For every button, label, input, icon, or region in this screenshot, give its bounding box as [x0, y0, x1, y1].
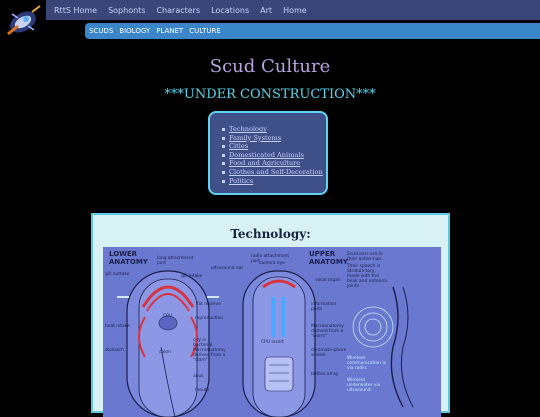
label-line: via radio. — [347, 365, 367, 371]
label-line: Wireless — [347, 355, 366, 361]
label-vocal-organ: vocal organ — [315, 277, 341, 283]
label-line: port — [157, 260, 166, 266]
nav-locations[interactable]: Locations — [211, 5, 250, 15]
nav-rtts-home[interactable]: RttS Home — [54, 5, 98, 15]
label-line: bacterial. — [193, 342, 214, 348]
nav-characters[interactable]: Characters — [156, 5, 201, 15]
label-line: ultrasound. — [347, 387, 372, 393]
label-lower-1: LOWER — [109, 250, 138, 258]
contents-item: Domesticated Animals — [222, 151, 323, 160]
label-line: long attachment — [157, 255, 194, 261]
label-line: Macroanatomy — [311, 323, 344, 329]
label-gill-outtake: gill outtake — [105, 271, 130, 277]
label-line: communication is — [347, 360, 387, 366]
label-line: port — [251, 258, 260, 264]
technology-heading: Technology: — [230, 227, 311, 241]
label-line: "clam" — [193, 357, 208, 363]
label-line: radio attachment — [251, 253, 289, 259]
toc-link-cities[interactable]: Cities — [229, 142, 249, 151]
page-title: Scud Culture — [209, 56, 331, 77]
label-anus: anus — [193, 374, 204, 379]
nav-home[interactable]: Home — [283, 5, 307, 15]
label-line: Their speech is — [346, 263, 381, 269]
label-heat-intake: heat intake — [105, 323, 130, 329]
subnav-culture[interactable]: CULTURE — [189, 27, 221, 35]
label-mouth: mouth — [195, 387, 209, 393]
sub-nav: SCUDS BIOLOGY PLANET CULTURE — [85, 23, 540, 39]
label-line: their anten-nae. — [347, 256, 382, 262]
contents-item: Food and Agriculture — [222, 159, 323, 168]
label-line: Scud ears are in — [347, 251, 383, 257]
label-line: screen — [311, 352, 326, 358]
construction-notice: ***UNDER CONSTRUCTION*** — [164, 87, 376, 102]
label-fat-reserve: fat reserve — [197, 301, 221, 307]
nav-art[interactable]: Art — [260, 5, 273, 15]
label-upper-2: ANATOMY — [309, 258, 349, 266]
label-button-array: button array — [311, 371, 339, 377]
contents-item: Technology — [222, 125, 323, 134]
antenna-drawing — [352, 286, 414, 408]
label-line: made with the — [347, 273, 379, 279]
label-line: city is — [193, 337, 207, 343]
contents-item: Family Systems — [222, 134, 323, 143]
label-line: beak and antenna — [347, 278, 387, 284]
contents-item: Clothes and Self-Decoration — [222, 168, 323, 177]
toc-link-clothes[interactable]: Clothes and Self-Decoration — [229, 167, 323, 176]
toc-link-technology[interactable]: Technology — [229, 125, 267, 133]
label-line: Macroanatomy — [193, 347, 226, 353]
label-reproduction: reproduction — [195, 315, 223, 321]
label-line: Stridula-tory, — [347, 268, 376, 274]
subnav-scuds[interactable]: SCUDS — [89, 27, 114, 35]
contents-item: Cities — [222, 142, 323, 151]
subnav-planet[interactable]: PLANET — [156, 27, 184, 35]
label-line: joints. — [346, 283, 360, 289]
site-logo-icon[interactable] — [2, 2, 44, 42]
label-line: underwater via — [347, 382, 381, 388]
contents-box: Technology Family Systems Cities Domesti… — [208, 111, 328, 195]
anatomy-illustration: LOWER ANATOMY UPPER ANATOMY long attachm… — [103, 247, 441, 417]
toc-link-food-agriculture[interactable]: Food and Agriculture — [229, 159, 301, 168]
label-line: derived from a — [193, 352, 226, 358]
subnav-biology[interactable]: BIOLOGY — [119, 27, 151, 35]
top-nav: RttS Home Sophonts Characters Locations … — [46, 0, 540, 20]
label-upper-1: UPPER — [309, 250, 336, 258]
label-ultrasound-ear: ultrasound ear — [211, 265, 243, 271]
toc-link-domesticated-animals[interactable]: Domesticated Animals — [229, 150, 304, 159]
label-line: Wireless — [347, 377, 366, 383]
label-lower-2: ANATOMY — [109, 258, 149, 266]
label-gill-intake: gill intake — [181, 273, 203, 279]
contents-list: Technology Family Systems Cities Domesti… — [222, 125, 323, 185]
technology-section: Technology: — [91, 213, 450, 417]
label-stomach: stomach — [105, 347, 124, 353]
label-line: "worm" — [311, 333, 327, 339]
label-camera-eye: camera eye — [259, 260, 285, 266]
nav-sophonts[interactable]: Sophonts — [108, 5, 146, 15]
lower-anatomy-drawing — [117, 270, 219, 417]
label-line: chromato-phore — [311, 347, 347, 353]
label-line: ports — [311, 306, 323, 312]
label-colon: colon — [159, 349, 171, 355]
label-line: information — [311, 301, 337, 307]
label-line: derived from a — [311, 328, 344, 334]
toc-link-politics[interactable]: Politics — [229, 176, 254, 185]
toc-link-family-systems[interactable]: Family Systems — [229, 133, 282, 142]
label-cpu-insert: CPU insert — [261, 339, 284, 345]
contents-item: Politics — [222, 177, 323, 186]
upper-anatomy-drawing — [242, 270, 316, 417]
label-cpu: CPU — [163, 313, 172, 319]
